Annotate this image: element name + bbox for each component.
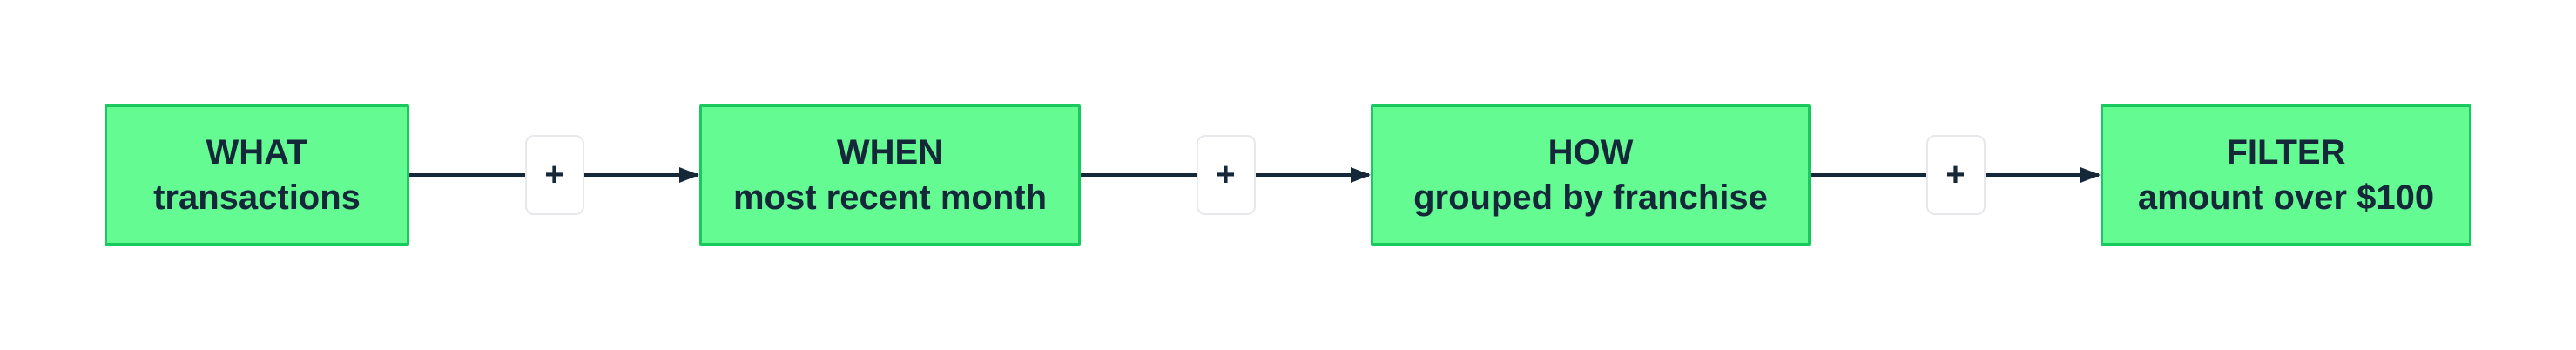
step-value: amount over $100 (2137, 178, 2435, 217)
step-label: WHAT (206, 133, 308, 172)
pipeline-row: WHAT transactions + WHEN most recent mon… (105, 104, 2471, 246)
arrowhead-icon (1351, 167, 1371, 183)
connector-3: + (1811, 104, 2101, 246)
connector-2: + (1081, 104, 1371, 246)
plus-icon: + (544, 157, 564, 193)
step-box-what[interactable]: WHAT transactions (105, 104, 409, 246)
step-box-filter[interactable]: FILTER amount over $100 (2101, 104, 2471, 246)
connector-1: + (409, 104, 699, 246)
step-value: transactions (153, 178, 361, 217)
add-step-button[interactable]: + (524, 135, 584, 215)
step-box-when[interactable]: WHEN most recent month (699, 104, 1081, 246)
plus-icon: + (1216, 157, 1236, 193)
step-box-how[interactable]: HOW grouped by franchise (1371, 104, 1811, 246)
add-step-button[interactable]: + (1925, 135, 1986, 215)
step-value: most recent month (732, 178, 1048, 217)
step-value: grouped by franchise (1413, 178, 1768, 217)
arrowhead-icon (2080, 167, 2101, 183)
step-label: FILTER (2226, 133, 2346, 172)
step-label: WHEN (836, 133, 944, 172)
step-label: HOW (1548, 133, 1634, 172)
plus-icon: + (1945, 157, 1966, 193)
arrowhead-icon (679, 167, 699, 183)
add-step-button[interactable]: + (1196, 135, 1256, 215)
